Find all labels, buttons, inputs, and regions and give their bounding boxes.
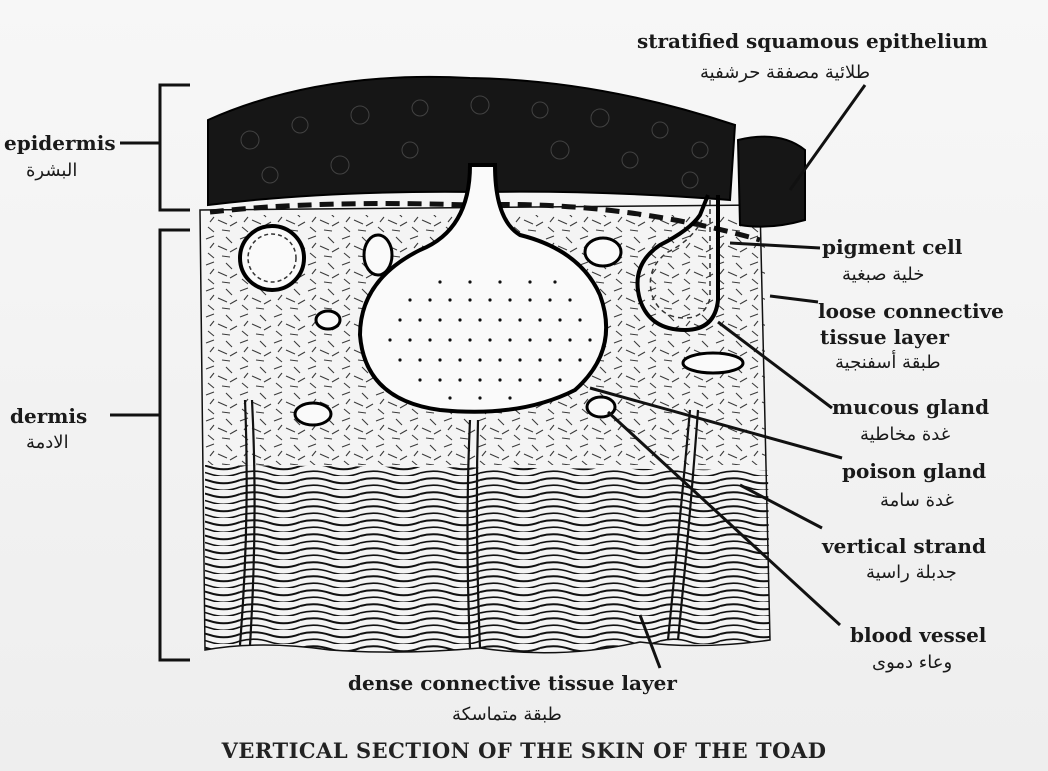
leader-stratified (790, 85, 865, 190)
small-gland-left (240, 226, 304, 290)
label-mucous-ar: غدة مخاطية (860, 424, 950, 446)
label-epidermis-ar: البشرة (26, 160, 77, 182)
label-stratified-ar: طلائية مصفقة حرشفية (700, 62, 870, 84)
leader-loose (770, 296, 818, 302)
label-dermis-en: dermis (10, 405, 87, 427)
epidermis-bracket (160, 85, 190, 210)
vessel-3 (316, 311, 340, 329)
figure-caption: VERTICAL SECTION OF THE SKIN OF THE TOAD (0, 738, 1048, 763)
vessel-5 (295, 403, 331, 425)
vessel-2 (585, 238, 621, 266)
vessel-4 (683, 353, 743, 373)
label-blood-ar: وعاء دموى (872, 652, 952, 674)
label-epidermis-en: epidermis (4, 132, 116, 154)
label-loose-en-2: tissue layer (820, 326, 949, 348)
label-blood-en: blood vessel (850, 624, 986, 646)
label-loose-ar: طبقة أسفنجية (835, 352, 941, 374)
label-dense-en: dense connective tissue layer (348, 672, 677, 694)
label-vertical-ar: جدبلة راسية (866, 562, 957, 584)
label-dermis-ar: الادمة (26, 432, 69, 454)
label-poison-ar: غدة سامة (880, 490, 954, 512)
label-dense-ar: طبقة متماسكة (452, 704, 562, 726)
label-loose-en-1: loose connective (818, 300, 1004, 322)
label-pigment-ar: خلية صبغية (842, 264, 924, 286)
dermis-bracket (160, 230, 190, 660)
label-poison-en: poison gland (842, 460, 986, 482)
label-pigment-en: pigment cell (822, 236, 962, 258)
label-mucous-en: mucous gland (832, 396, 989, 418)
vessel-1 (364, 235, 392, 275)
label-stratified-en: stratified squamous epithelium (637, 30, 988, 52)
label-vertical-en: vertical strand (822, 535, 986, 557)
